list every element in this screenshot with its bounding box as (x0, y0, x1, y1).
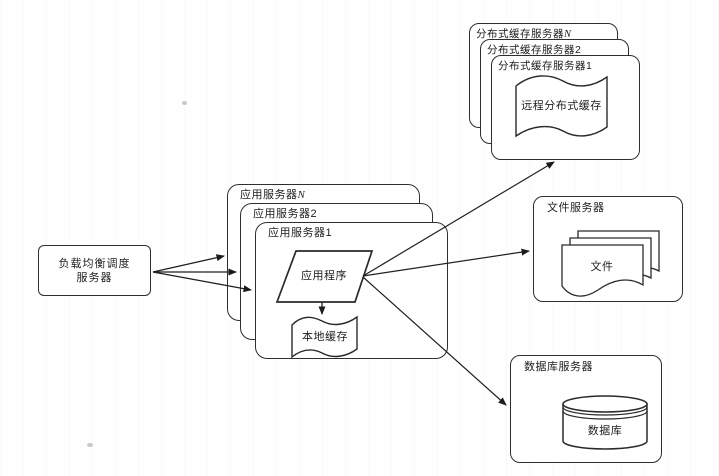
scan-speck (87, 443, 93, 447)
app-server-n-label: 应用服务器N (240, 189, 306, 201)
remote-cache-label: 远程分布式缓存 (521, 100, 602, 112)
database-disk-line (562, 410, 648, 420)
arrow-app-to-database (362, 276, 507, 406)
arrow-lb-to-app-1 (152, 271, 252, 293)
database-server-title: 数据库服务器 (524, 361, 593, 373)
cache-server-1-label: 分布式缓存服务器1 (498, 60, 593, 72)
app-server-1-label: 应用服务器1 (268, 227, 333, 239)
load-balancer-box: 负载均衡调度 服务器 (38, 245, 151, 296)
remote-cache-shape (515, 75, 608, 138)
application-program-label: 应用程序 (301, 270, 347, 282)
arrow-app-to-cache (362, 161, 555, 277)
load-balancer-label-line2: 服务器 (76, 271, 113, 284)
database-disk-line (562, 406, 648, 416)
load-balancer-label-line1: 负载均衡调度 (58, 257, 131, 270)
file-server-title: 文件服务器 (547, 202, 605, 214)
cache-server-2-label: 分布式缓存服务器2 (487, 44, 582, 56)
file-doc-label: 文件 (590, 261, 614, 273)
local-cache-label: 本地缓存 (302, 331, 348, 343)
scan-speck (182, 101, 187, 105)
cache-server-n-label: 分布式缓存服务器N (476, 28, 572, 40)
database-label: 数据库 (587, 425, 623, 437)
app-server-2-label: 应用服务器2 (253, 208, 318, 220)
arrow-lb-to-app-n (152, 254, 225, 273)
document-shape-front (561, 244, 644, 297)
application-program-shape (275, 250, 374, 303)
database-cylinder-body (562, 403, 648, 450)
local-cache-shape (291, 315, 358, 359)
arrow-app-to-file-server (362, 248, 530, 277)
database-cylinder-top (562, 395, 648, 413)
